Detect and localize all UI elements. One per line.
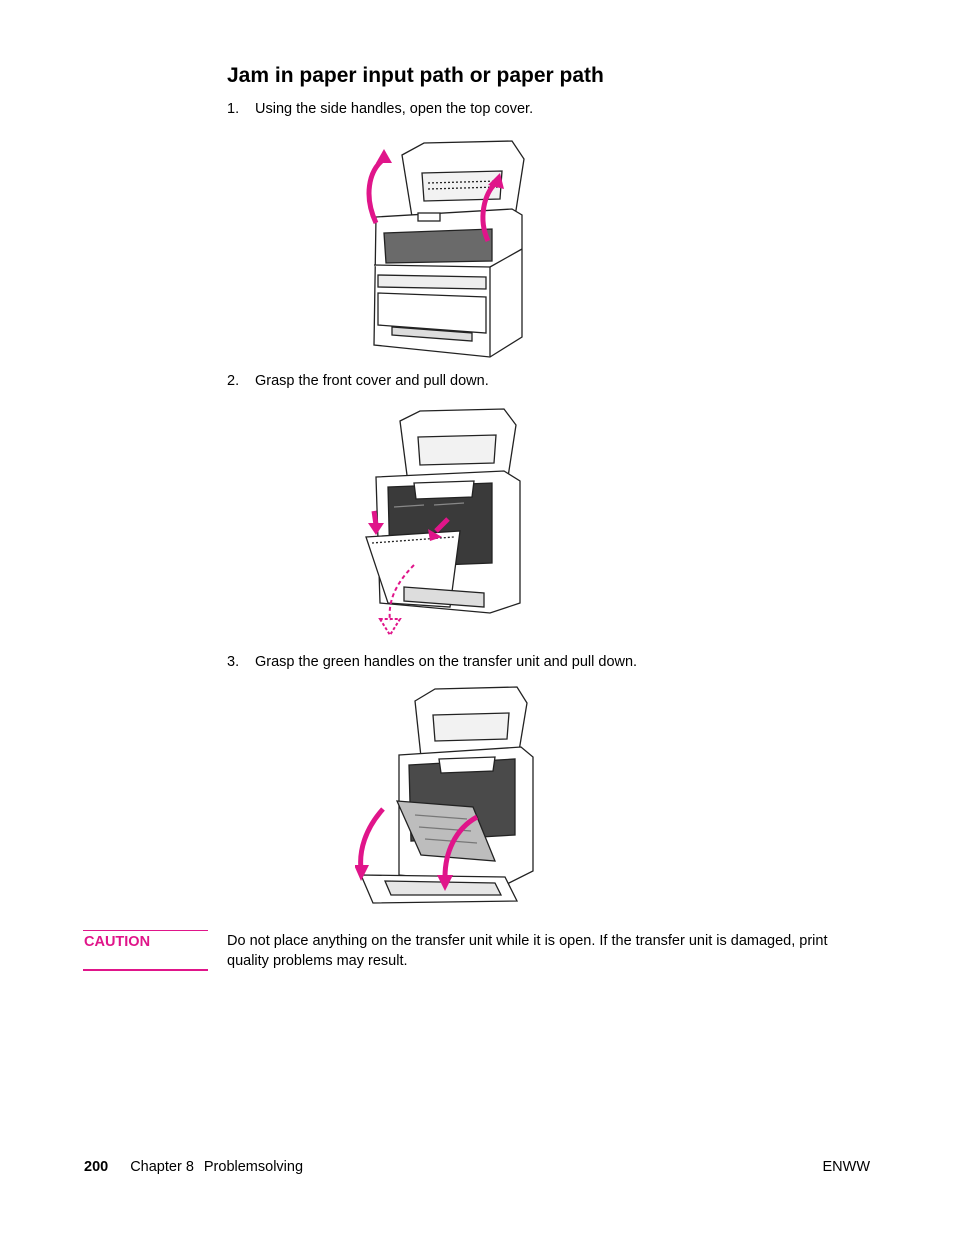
printer-top-cover-open-illustration <box>366 140 525 358</box>
printer-front-cover-open-illustration <box>365 408 521 637</box>
footer-section: Problemsolving <box>203 1159 304 1175</box>
printer-transfer-unit-open-illustration <box>355 686 534 904</box>
step-2: 2. Grasp the front cover and pull down. <box>227 373 489 389</box>
caution-label: CAUTION <box>84 934 151 950</box>
step-1: 1. Using the side handles, open the top c… <box>227 101 533 117</box>
caution-bottom-rule <box>83 969 208 971</box>
step-text: Grasp the front cover and pull down. <box>255 373 489 389</box>
caution-top-rule <box>83 930 208 931</box>
page-heading: Jam in paper input path or paper path <box>227 64 604 87</box>
footer-doc-code: ENWW <box>822 1159 870 1175</box>
step-number: 2. <box>227 373 240 389</box>
page-number: 200 <box>84 1159 109 1175</box>
step-text: Using the side handles, open the top cov… <box>255 101 534 117</box>
caution-text: Do not place anything on the transfer un… <box>227 933 828 969</box>
step-number: 1. <box>227 101 240 117</box>
step-number: 3. <box>227 654 240 670</box>
step-3: 3. Grasp the green handles on the transfe… <box>227 654 637 670</box>
page-footer-left: 200 Chapter 8 Problemsolving <box>84 1159 303 1175</box>
step-text: Grasp the green handles on the transfer … <box>255 654 638 670</box>
footer-chapter: Chapter 8 <box>130 1159 194 1175</box>
